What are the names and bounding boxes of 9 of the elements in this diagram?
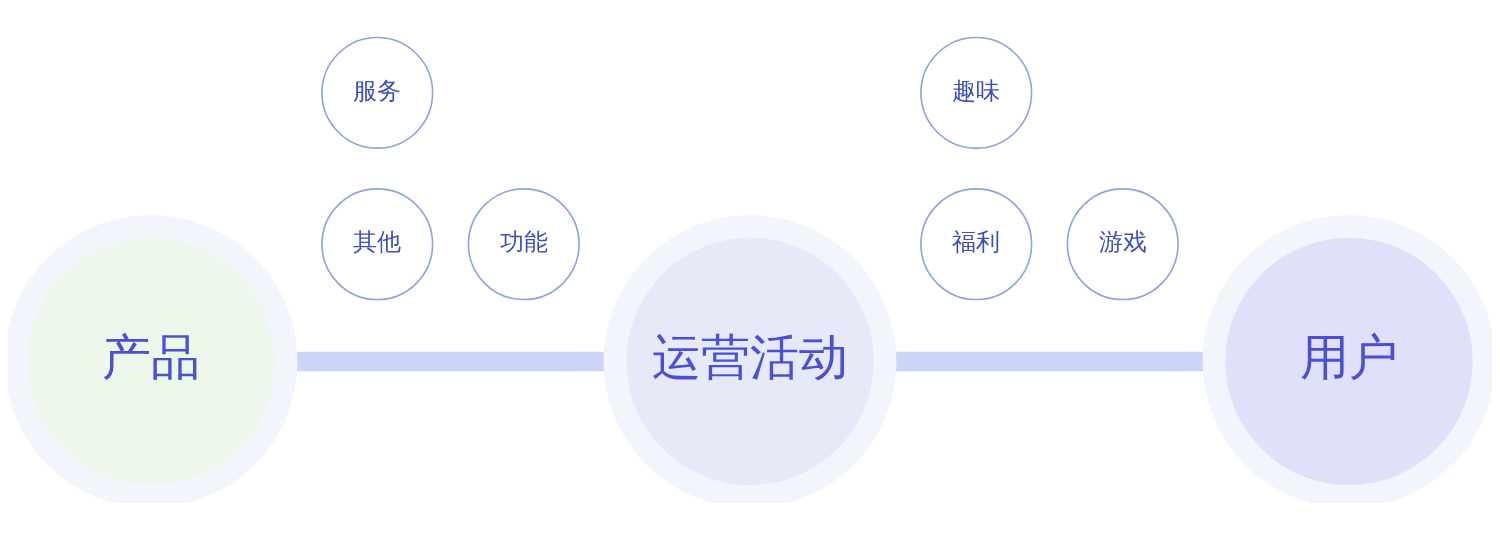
node-circle: 功能 [467, 188, 580, 301]
node-circle: 趣味 [920, 36, 1033, 149]
node-circle: 产品 [8, 214, 298, 503]
node-circle: 用户 [1202, 214, 1492, 503]
node-circle: 福利 [920, 188, 1033, 301]
node-circle: 服务 [321, 36, 434, 149]
node-circle: 运营活动 [603, 214, 897, 503]
node-circle: 游戏 [1066, 188, 1179, 301]
node-circle: 其他 [321, 188, 434, 301]
